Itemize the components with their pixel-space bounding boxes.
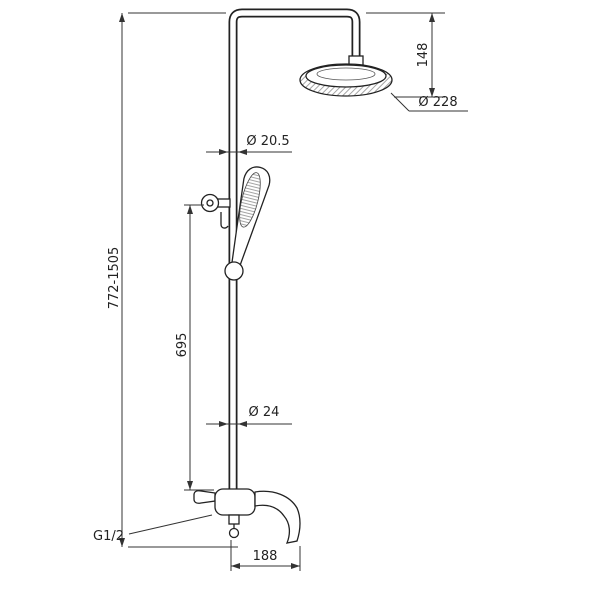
overhead-shower — [299, 55, 393, 97]
dim-label-inlet-thread: G1/2 — [93, 529, 124, 544]
pipe-bore — [230, 10, 359, 514]
slider-knob — [224, 261, 244, 281]
arrowhead — [429, 13, 435, 22]
dim-label-head-diameter: Ø 228 — [418, 95, 457, 110]
arrowhead — [238, 421, 247, 427]
dim-lower-pipe-diameter: Ø 24 — [206, 405, 292, 427]
hand-shower — [230, 166, 271, 269]
arrowhead — [429, 88, 435, 97]
dim-head-offset: 148 — [366, 12, 445, 98]
arrowhead — [291, 563, 300, 569]
holder-bracket — [200, 193, 231, 229]
hose-hook — [220, 212, 229, 229]
dimensions: 772-1505 148 Ø 228 Ø 20.5 — [93, 12, 468, 571]
riser-pipe-and-arm — [228, 8, 361, 514]
bracket-knob-center — [206, 199, 214, 207]
dim-label-lower-pipe-diameter: Ø 24 — [249, 405, 280, 420]
mixer-handle — [193, 490, 216, 504]
dim-label-spout-reach: 188 — [253, 549, 278, 564]
dim-label-upper-pipe-diameter: Ø 20.5 — [246, 134, 289, 149]
head-dome — [305, 64, 387, 88]
dim-overall-height: 772-1505 — [107, 12, 238, 548]
mixer-assembly — [193, 488, 301, 544]
dim-upper-pipe-diameter: Ø 20.5 — [206, 134, 292, 155]
leader-line — [390, 92, 410, 112]
arrowhead — [231, 563, 240, 569]
diverter — [228, 514, 240, 525]
dim-head-diameter: Ø 228 — [390, 92, 468, 112]
dim-spout-reach: 188 — [230, 540, 301, 571]
diverter-knob — [228, 527, 240, 539]
head-dome-highlight — [316, 67, 376, 81]
arrowhead — [219, 421, 228, 427]
dim-label-head-offset: 148 — [416, 43, 431, 68]
spout — [254, 490, 301, 544]
arrowhead — [219, 149, 228, 155]
dim-label-holder-height: 695 — [175, 333, 190, 358]
dim-holder-height: 695 — [175, 204, 214, 491]
mixer-body — [214, 488, 256, 516]
dim-inlet-thread: G1/2 — [93, 514, 213, 544]
dim-label-overall-height: 772-1505 — [107, 247, 122, 310]
hand-shower-face — [239, 172, 261, 228]
arrowhead — [238, 149, 247, 155]
leader-line — [128, 514, 213, 535]
arrowhead — [119, 13, 125, 22]
arrowhead — [187, 481, 193, 490]
arrowhead — [187, 205, 193, 214]
arrowhead — [119, 538, 125, 547]
